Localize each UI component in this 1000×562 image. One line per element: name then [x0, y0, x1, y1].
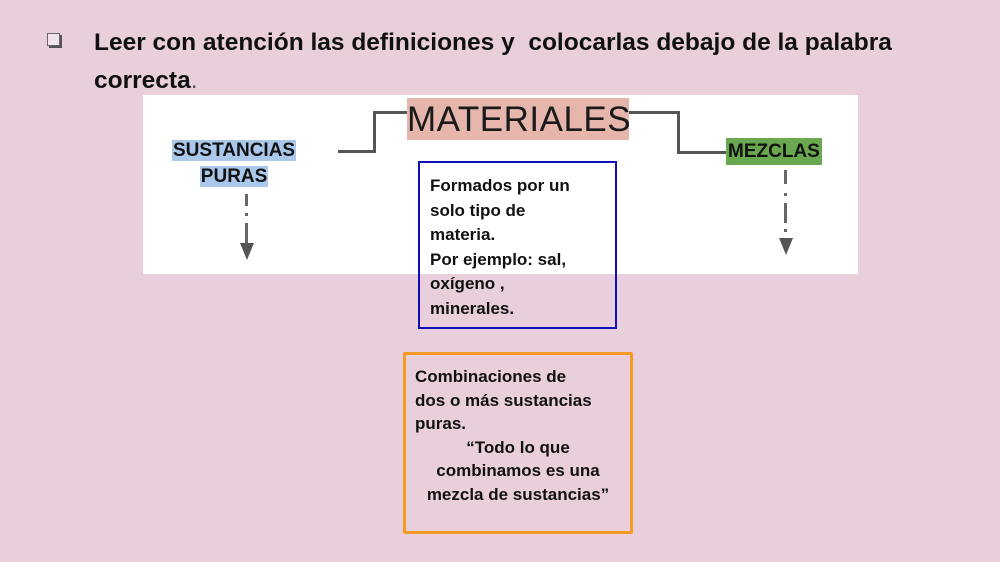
instruction-text: Leer con atención las definiciones y col…	[94, 24, 974, 100]
connector-right-h	[677, 151, 727, 154]
node-mezclas[interactable]: MEZCLAS	[726, 138, 822, 165]
connector-right-top	[628, 111, 680, 114]
arrow-down-right-icon	[779, 238, 793, 255]
def2-line: dos o más sustancias	[415, 390, 592, 410]
instruction-label: Leer con atención las definiciones y col…	[94, 29, 899, 94]
checkbox-bullet-icon	[47, 33, 60, 46]
instruction-period: .	[190, 67, 198, 94]
node-sustancias-line1: SUSTANCIAS	[172, 140, 297, 161]
node-sustancias-line2: PURAS	[199, 166, 269, 187]
definition-card-mezclas[interactable]: Combinaciones de dos o más sustancias pu…	[403, 352, 633, 534]
def2-line: puras.	[415, 414, 467, 433]
connector-right-v	[677, 111, 680, 154]
def2-quote-line: “Todo lo que	[466, 437, 570, 457]
def1-line: materia.	[430, 225, 496, 244]
node-sustancias-puras[interactable]: SUSTANCIAS PURAS	[172, 138, 297, 190]
dash-right-2	[784, 193, 787, 196]
def1-line: Por ejemplo: sal,	[430, 249, 567, 269]
def2-quote-line: combinamos es una	[436, 461, 600, 480]
def1-line: Formados por un	[430, 176, 570, 195]
dash-right-3	[784, 203, 787, 223]
connector-left-v	[373, 111, 376, 153]
definition-card-sustancias-puras[interactable]: Formados por un solo tipo de materia. Po…	[418, 161, 617, 329]
dash-right-4	[784, 229, 787, 232]
root-node-materiales: MATERIALES	[407, 98, 632, 140]
dash-left-3	[245, 223, 248, 243]
def1-line: minerales.	[430, 298, 515, 318]
dash-left-1	[245, 194, 248, 206]
def1-line: oxígeno ,	[430, 274, 505, 293]
def2-quote-line: mezcla de sustancias”	[426, 484, 610, 504]
dash-right-1	[784, 170, 787, 184]
connector-left-h	[338, 150, 375, 153]
arrow-down-left-icon	[240, 243, 254, 260]
def2-line: Combinaciones de	[415, 367, 567, 386]
dash-left-2	[245, 213, 248, 216]
def1-line: solo tipo de	[430, 200, 526, 220]
connector-left-top	[373, 111, 409, 114]
